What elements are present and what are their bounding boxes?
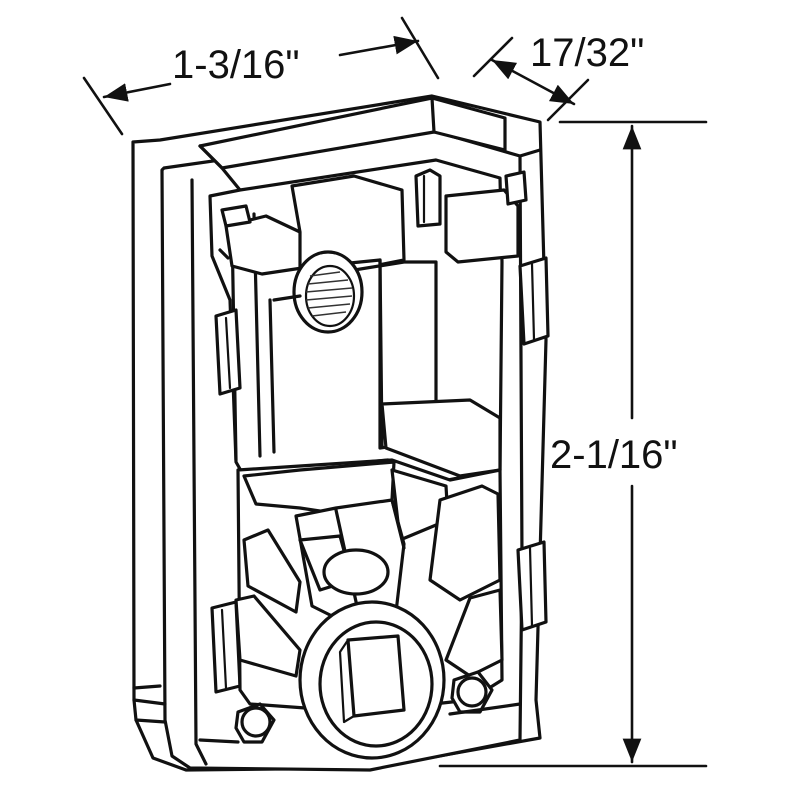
width-dimension-label: 1-3/16" [172,43,300,87]
dimension-depth [472,36,590,122]
dimension-width [82,16,440,136]
threaded-hole [292,250,364,334]
height-dimension-label: 2-1/16" [550,433,678,477]
window-guide-part [131,94,550,772]
round-socket [298,600,446,760]
dimension-height [438,120,708,768]
depth-dimension-label: 17/32" [530,31,644,75]
